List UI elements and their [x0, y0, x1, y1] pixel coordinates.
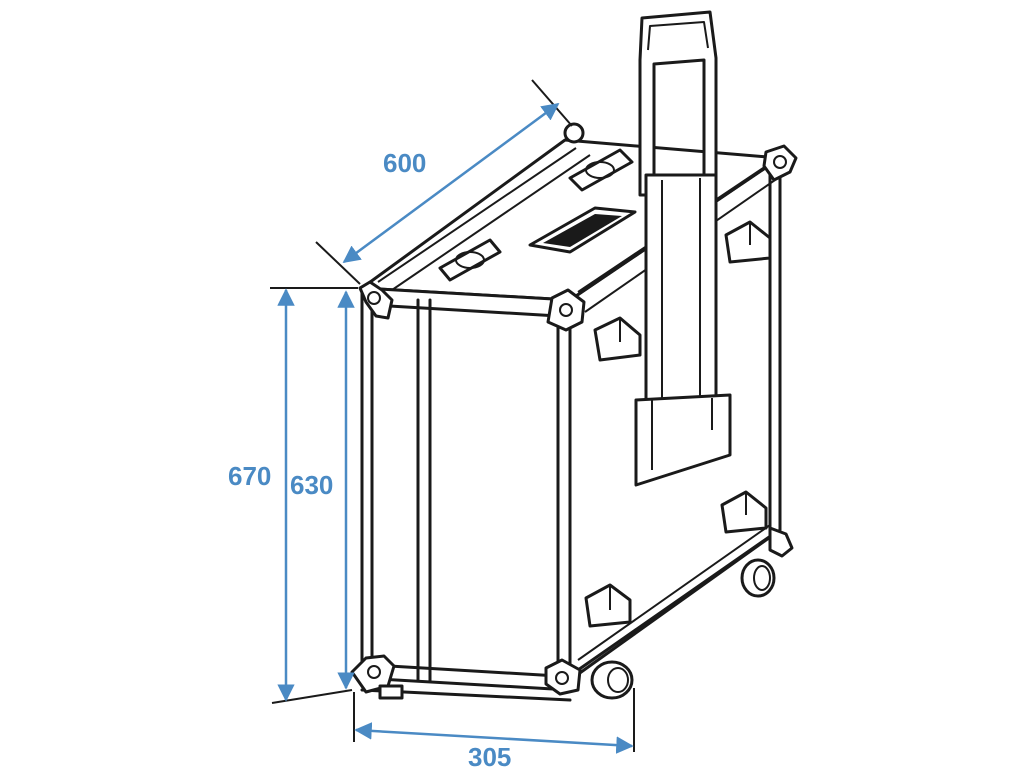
dim-line-600 [342, 102, 560, 264]
side-pad-2 [724, 220, 772, 264]
corner-bottom-front-right [544, 658, 582, 696]
side-frame-bottom [576, 533, 774, 672]
dim-label-630: 630 [290, 470, 333, 500]
wheel-back [740, 558, 776, 598]
side-pad-1 [593, 316, 642, 362]
wheel-front [590, 660, 634, 700]
corner-top-front-right [546, 288, 586, 332]
corner-top-front-left [358, 280, 394, 320]
trolley-handle [634, 10, 732, 487]
side-pad-3 [720, 490, 768, 534]
corner-top-back-right [762, 144, 798, 182]
case-front-panel [360, 286, 572, 692]
foot-front-left [378, 684, 404, 700]
ext-line-bottom-left [271, 689, 353, 704]
corner-top-back-left [563, 122, 585, 144]
front-frame-top [370, 303, 560, 318]
side-frame-bottom-2 [577, 524, 771, 661]
corner-bottom-front-left [350, 654, 396, 694]
dim-label-600: 600 [383, 148, 426, 178]
corner-bottom-back-right [768, 526, 794, 558]
top-latch-back [568, 148, 634, 192]
ext-line-600-start [315, 241, 361, 285]
trolley-handle-base [634, 393, 732, 487]
side-pad-4 [584, 583, 632, 628]
dim-label-670: 670 [228, 461, 271, 491]
front-frame-bottom [370, 663, 560, 678]
dim-label-305: 305 [468, 742, 511, 768]
dim-line-305 [354, 722, 634, 754]
